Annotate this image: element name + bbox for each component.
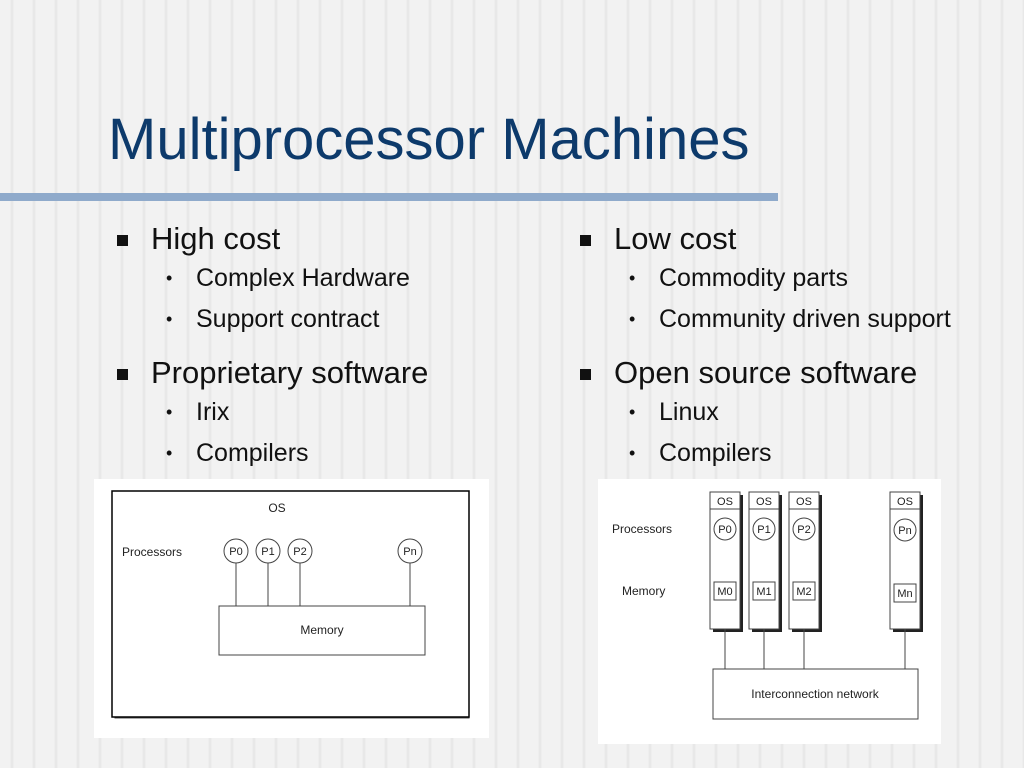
processor-label: P0 — [718, 524, 731, 536]
sub-bullet-label: Compilers — [659, 439, 772, 467]
bullet-high-cost: High cost — [113, 220, 428, 258]
os-label: OS — [756, 496, 772, 508]
left-bullet-column: High cost • Complex Hardware • Support con… — [113, 220, 428, 474]
sub-bullet-community-support: • Community driven support — [576, 299, 951, 340]
sub-bullet-support-contract: • Support contract — [113, 299, 428, 340]
bullet-open-source-software: Open source software — [576, 354, 951, 392]
os-label: OS — [897, 496, 913, 508]
distributed-memory-diagram: Processors Memory — [598, 479, 941, 744]
memory-module-label: M2 — [796, 586, 811, 598]
processor-label: Pn — [898, 525, 911, 537]
processor-label: P1 — [757, 524, 770, 536]
memory-module-label: Mn — [897, 588, 912, 600]
sub-bullet-compilers-right: • Compilers — [576, 433, 951, 474]
sub-bullet-irix: • Irix — [113, 392, 428, 433]
bullet-label: Low cost — [614, 221, 737, 256]
memory-box — [218, 605, 426, 656]
title-underline — [0, 193, 778, 201]
node-column-1 — [748, 491, 782, 632]
sub-bullet-label: Community driven support — [659, 305, 951, 333]
processor-label: P0 — [229, 546, 242, 558]
sub-bullet-compilers: • Compilers — [113, 433, 428, 474]
right-bullet-column: Low cost • Commodity parts • Community dri… — [576, 220, 951, 474]
memory-label: Memory — [622, 584, 665, 598]
sub-bullet-commodity-parts: • Commodity parts — [576, 258, 951, 299]
dot-bullet-icon: • — [166, 309, 173, 329]
sub-bullet-label: Support contract — [196, 305, 380, 333]
sub-bullet-label: Linux — [659, 398, 719, 426]
shared-memory-diagram: OS Processors P0 P1 P2 Pn Memory — [94, 479, 489, 738]
dot-bullet-icon: • — [629, 268, 636, 288]
sub-bullet-label: Irix — [196, 398, 230, 426]
os-label: OS — [796, 496, 812, 508]
bullet-low-cost: Low cost — [576, 220, 951, 258]
bullet-proprietary-software: Proprietary software — [113, 354, 428, 392]
sub-bullet-label: Commodity parts — [659, 264, 848, 292]
memory-module-label: M0 — [717, 586, 732, 598]
node-column-n — [889, 491, 923, 632]
square-bullet-icon — [580, 369, 591, 380]
os-box — [111, 490, 470, 718]
sub-bullet-linux: • Linux — [576, 392, 951, 433]
dot-bullet-icon: • — [629, 443, 636, 463]
square-bullet-icon — [117, 369, 128, 380]
sub-bullet-complex-hardware: • Complex Hardware — [113, 258, 428, 299]
bullet-label: Proprietary software — [151, 355, 429, 390]
processor-node-p2 — [287, 538, 313, 564]
dot-bullet-icon: • — [629, 309, 636, 329]
processor-node-p1 — [255, 538, 281, 564]
processor-label: Pn — [403, 546, 416, 558]
os-label: OS — [717, 496, 733, 508]
processor-node-p0 — [223, 538, 249, 564]
memory-label: Memory — [300, 623, 343, 637]
memory-module-label: M1 — [756, 586, 771, 598]
network-label: Interconnection network — [751, 687, 879, 701]
bullet-label: Open source software — [614, 355, 918, 390]
processor-label: P2 — [797, 524, 810, 536]
node-column-2 — [788, 491, 822, 632]
interconnection-network-box — [712, 668, 919, 720]
square-bullet-icon — [117, 235, 128, 246]
node-column-0 — [709, 491, 743, 632]
processors-label: Processors — [122, 545, 182, 559]
dot-bullet-icon: • — [629, 402, 636, 422]
os-label: OS — [268, 501, 285, 515]
processor-label: P1 — [261, 546, 274, 558]
sub-bullet-label: Complex Hardware — [196, 264, 410, 292]
dot-bullet-icon: • — [166, 268, 173, 288]
processor-label: P2 — [293, 546, 306, 558]
processors-label: Processors — [612, 522, 672, 536]
square-bullet-icon — [580, 235, 591, 246]
processor-node-pn — [397, 538, 423, 564]
dot-bullet-icon: • — [166, 402, 173, 422]
sub-bullet-label: Compilers — [196, 439, 309, 467]
dot-bullet-icon: • — [166, 443, 173, 463]
slide-title: Multiprocessor Machines — [108, 107, 750, 172]
bullet-label: High cost — [151, 221, 281, 256]
